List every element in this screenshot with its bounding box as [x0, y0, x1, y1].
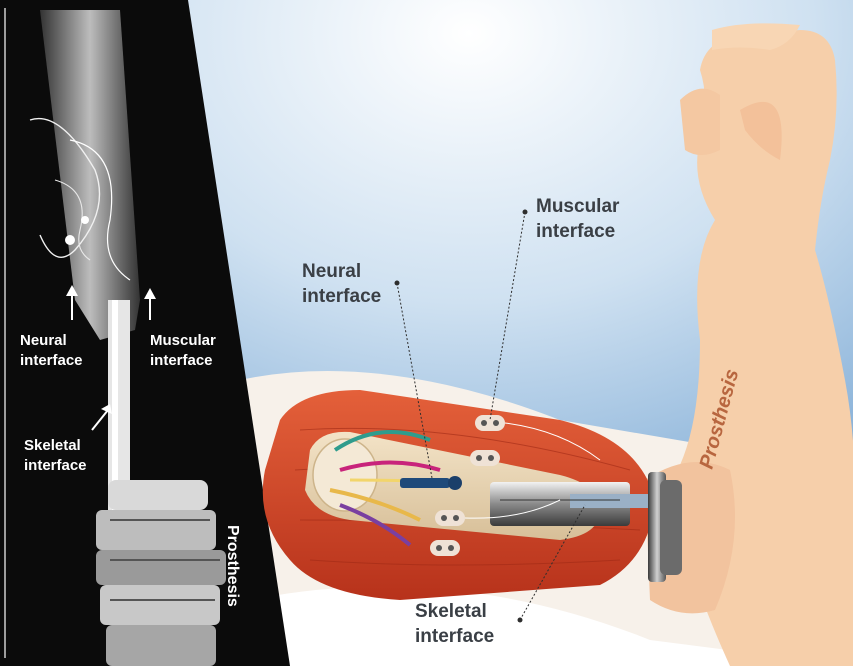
muscular-interface-label-1: Muscular	[536, 196, 620, 217]
xray-neural-label-2: interface	[20, 352, 83, 369]
prosthetic-thumb	[680, 89, 720, 155]
xray-prosthesis-label: Prosthesis	[224, 525, 241, 607]
xray-skeletal-label-2: interface	[24, 457, 87, 474]
skeletal-interface-label-1: Skeletal	[415, 601, 487, 622]
muscle-electrode-4	[430, 540, 460, 556]
xray-skeletal-label-1: Skeletal	[24, 437, 81, 454]
xray-muscular-label-2: interface	[150, 352, 213, 369]
muscular-interface-label-2: interface	[536, 221, 615, 242]
xray-muscular-label-1: Muscular	[150, 332, 216, 349]
neural-interface-label-2: interface	[302, 286, 381, 307]
xray-neural-label-1: Neural	[20, 332, 67, 349]
muscle-electrode-3	[435, 510, 465, 526]
skeletal-interface-label-2: interface	[415, 626, 494, 647]
neural-electrode	[400, 478, 450, 488]
prosthesis-connector	[648, 472, 682, 582]
implant-connector	[570, 494, 650, 508]
muscle-electrode-2	[470, 450, 500, 466]
neural-interface-label-1: Neural	[302, 261, 361, 282]
